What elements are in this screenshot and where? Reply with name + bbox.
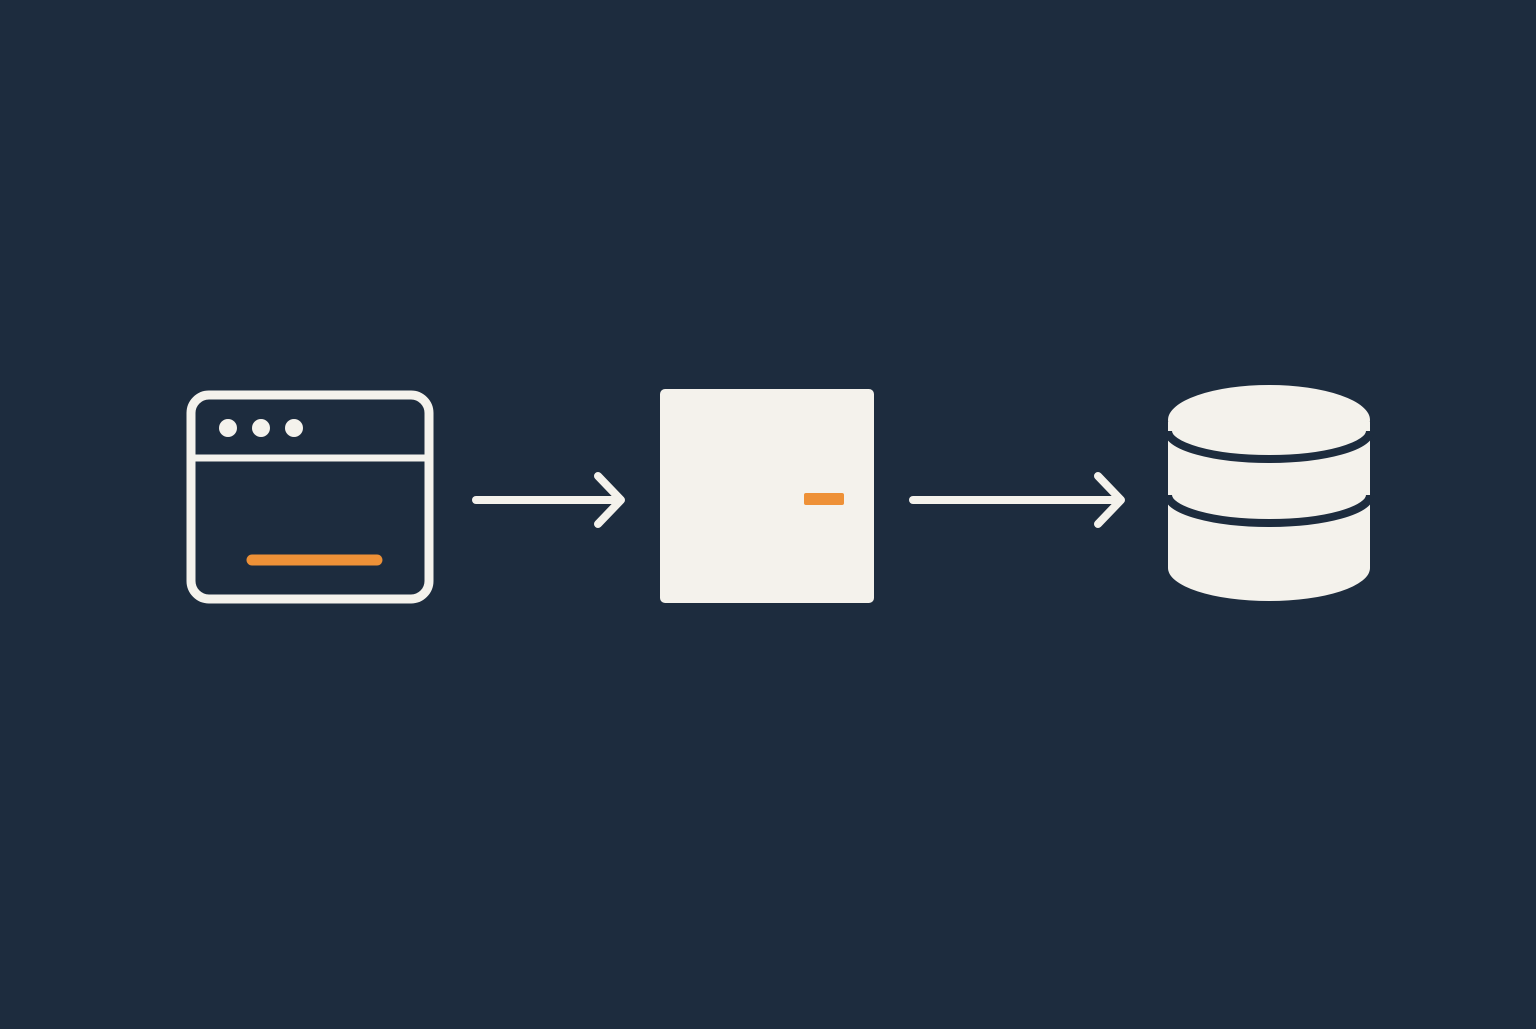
database-top — [1168, 385, 1370, 455]
server-indicator-light — [804, 493, 844, 505]
arrow-right-icon — [909, 472, 1125, 528]
browser-dot-icon — [219, 419, 237, 437]
database-ring-divider — [1164, 430, 1374, 463]
server-box — [660, 389, 874, 603]
database-icon — [1164, 385, 1374, 601]
browser-dot-icon — [285, 419, 303, 437]
database-body — [1168, 422, 1370, 601]
browser-window-frame — [186, 390, 434, 604]
server-box-icon — [660, 389, 874, 603]
browser-window-icon — [186, 390, 434, 604]
database-ring-divider — [1164, 494, 1374, 527]
browser-dot-icon — [252, 419, 270, 437]
arrow-right-icon — [472, 472, 625, 528]
